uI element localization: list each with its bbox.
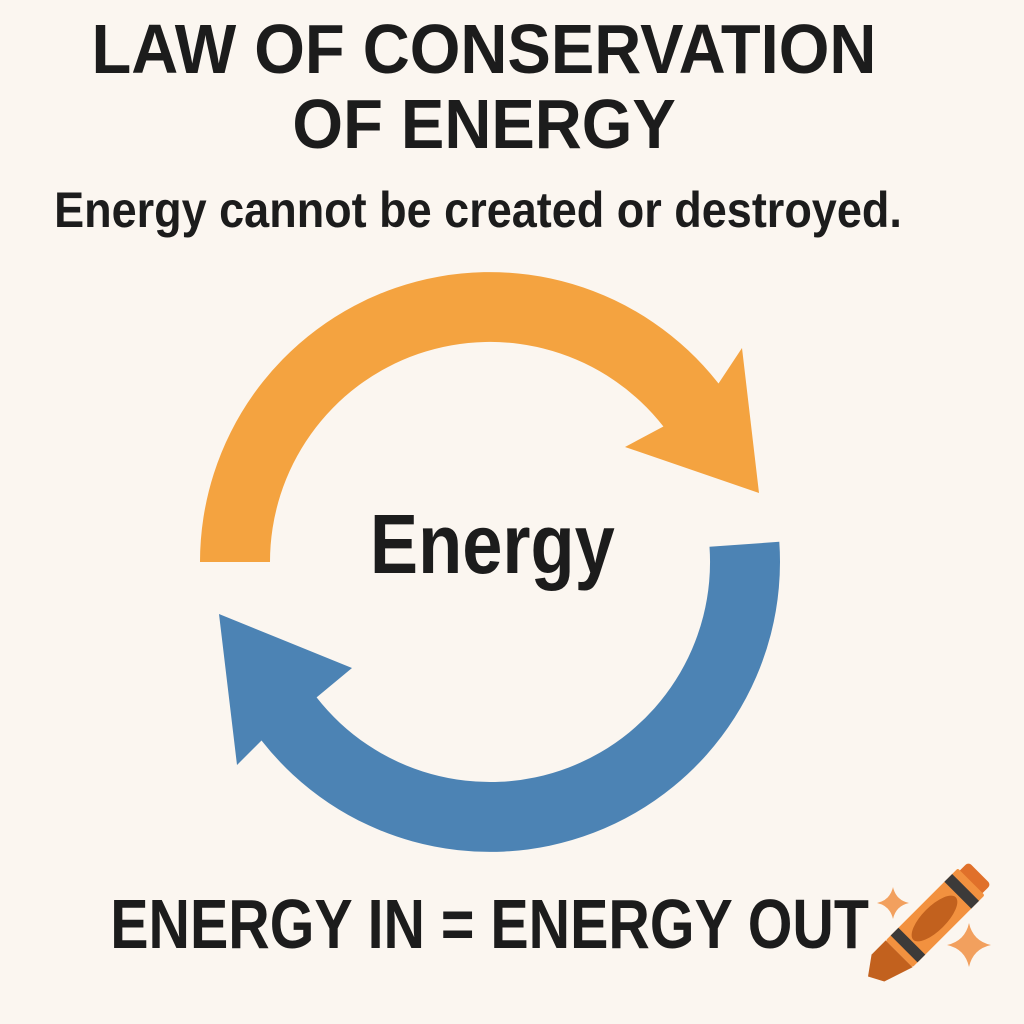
crayon-icon	[868, 863, 990, 982]
crayon-band-top	[944, 873, 980, 909]
energy-out-arrow-icon	[219, 541, 780, 852]
page-title-line2: OF ENERGY	[292, 85, 676, 163]
sparkle-icon	[877, 887, 909, 919]
equation: ENERGY IN = ENERGY OUT	[0, 888, 980, 960]
crayon-end-cap	[958, 863, 990, 895]
equation-text: ENERGY IN = ENERGY OUT	[110, 885, 870, 963]
crayon-band-bottom	[890, 927, 926, 963]
sparkle-icon	[947, 923, 991, 967]
subtitle: Energy cannot be created or destroyed.	[0, 184, 955, 236]
page-title: LAW OF CONSERVATION OF ENERGY	[0, 12, 968, 162]
crayon-label-oval	[911, 895, 958, 942]
page-title-line1: LAW OF CONSERVATION	[91, 10, 877, 88]
diagram-center-label: Energy	[0, 502, 985, 586]
subtitle-text: Energy cannot be created or destroyed.	[53, 182, 902, 238]
diagram-center-label-text: Energy	[370, 497, 615, 591]
energy-in-arrow-icon	[200, 272, 759, 562]
crayon-tip	[868, 940, 913, 982]
